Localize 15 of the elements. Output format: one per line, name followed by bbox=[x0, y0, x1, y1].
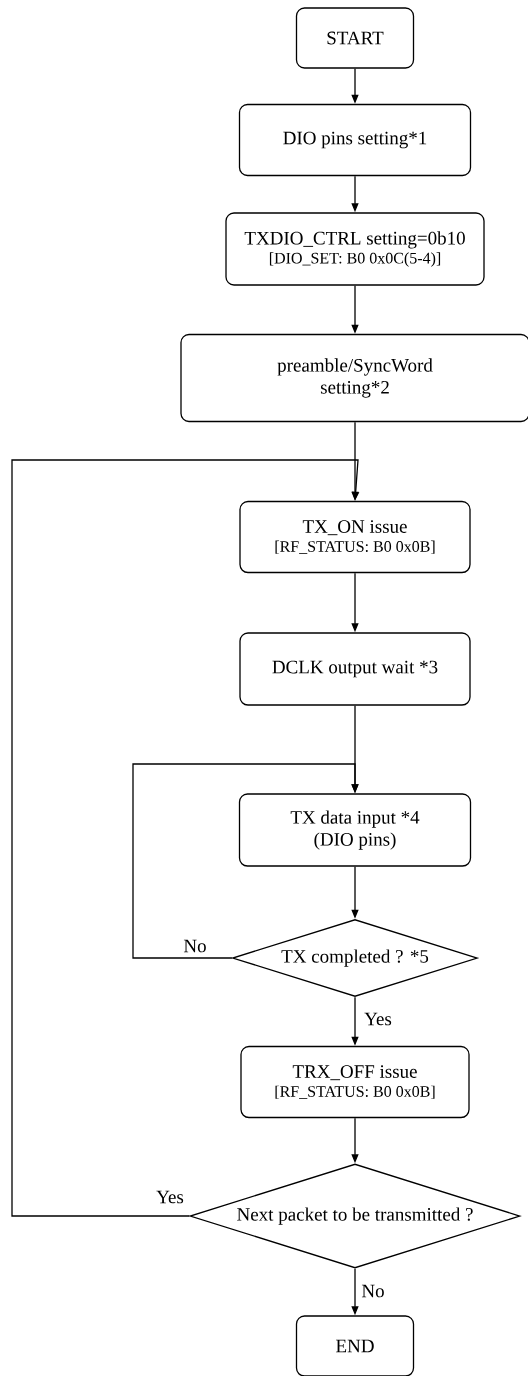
edge-label: Yes bbox=[363, 1011, 393, 1027]
arrow bbox=[132, 763, 359, 959]
terminal-box: START bbox=[295, 7, 415, 69]
process-box: TX data input *4 (DIO pins) bbox=[238, 793, 472, 867]
process-box: TX_ON issue [RF_STATUS: B0 0x0B] bbox=[239, 500, 471, 574]
terminal-box: END bbox=[295, 1315, 415, 1376]
process-box: preamble/SyncWord setting*2 bbox=[180, 333, 528, 423]
edge-label: Yes bbox=[155, 1189, 185, 1205]
process-box: DCLK output wait *3 bbox=[239, 632, 471, 706]
edge-label: No bbox=[182, 938, 208, 954]
process-box: TRX_OFF issue [RF_STATUS: B0 0x0B] bbox=[240, 1045, 470, 1119]
edge-label: No bbox=[360, 1283, 386, 1299]
arrow bbox=[11, 459, 360, 1217]
process-box: DIO pins setting*1 bbox=[238, 103, 472, 177]
process-box: TXDIO_CTRL setting=0b10 [DIO_SET: B0 0x0C(5-4)] bbox=[225, 212, 485, 286]
